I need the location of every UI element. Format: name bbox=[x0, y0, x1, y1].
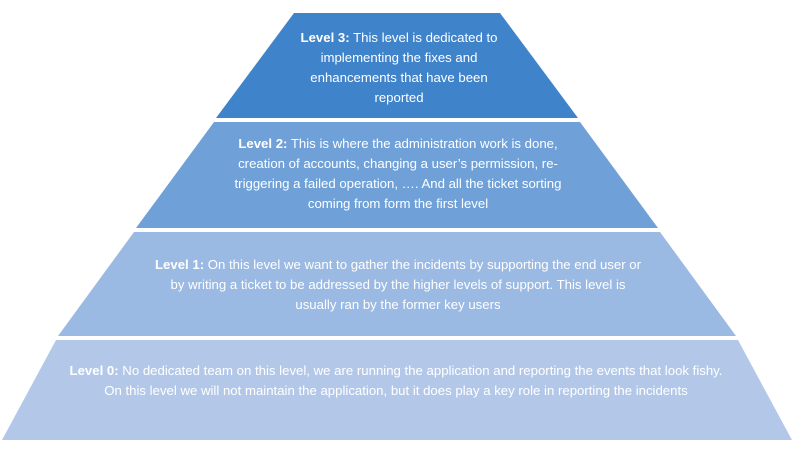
level-2-label: Level 2: bbox=[238, 136, 288, 151]
level-1-text: On this level we want to gather the inci… bbox=[170, 257, 642, 312]
level-0-segment bbox=[2, 340, 792, 440]
level-2-description: Level 2: This is where the administratio… bbox=[232, 134, 564, 214]
level-1-description: Level 1: On this level we want to gather… bbox=[150, 255, 646, 315]
level-0-label: Level 0: bbox=[69, 363, 119, 378]
level-2-text: This is where the administration work is… bbox=[234, 136, 562, 211]
level-3-segment bbox=[216, 13, 578, 118]
level-3-label: Level 3: bbox=[300, 30, 350, 45]
level-3-text: This level is dedicated to implementing … bbox=[310, 30, 498, 105]
level-0-text: No dedicated team on this level, we are … bbox=[104, 363, 723, 398]
level-0-description: Level 0: No dedicated team on this level… bbox=[68, 361, 724, 401]
level-3-description: Level 3: This level is dedicated to impl… bbox=[293, 28, 505, 108]
level-1-segment bbox=[58, 232, 736, 336]
level-2-segment bbox=[136, 122, 658, 228]
level-1-label: Level 1: bbox=[154, 257, 205, 272]
